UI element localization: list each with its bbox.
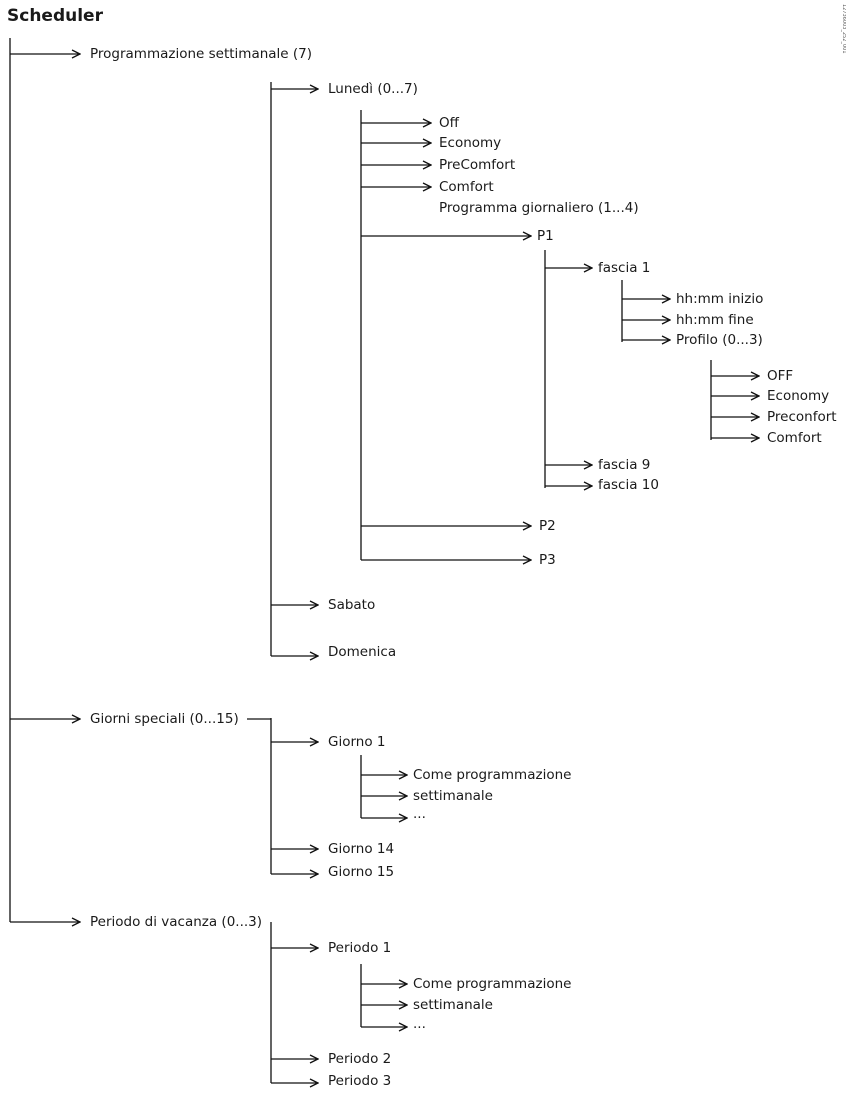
node-period-1: Periodo 1 [328, 940, 392, 956]
figure-code: 12736003_252_001 [841, 4, 846, 54]
node-same-as-weekly-2-cont: settimanale [413, 997, 493, 1013]
node-profile-preconfort: Preconfort [767, 409, 837, 425]
node-comfort: Comfort [439, 179, 494, 195]
node-profile-economy: Economy [767, 388, 830, 404]
node-day-14: Giorno 14 [328, 841, 395, 857]
node-economy: Economy [439, 135, 502, 151]
node-band-1: fascia 1 [598, 260, 651, 276]
diagram-title: Scheduler [7, 6, 103, 26]
node-period-2: Periodo 2 [328, 1051, 392, 1067]
node-profile: Profilo (0...3) [676, 332, 763, 348]
node-start-time: hh:mm inizio [676, 291, 764, 307]
node-p1: P1 [537, 228, 554, 244]
node-band-10: fascia 10 [598, 477, 659, 493]
node-holiday-period: Periodo di vacanza (0...3) [90, 914, 263, 930]
node-ellipsis-2: ... [413, 1016, 426, 1032]
node-precomfort: PreComfort [439, 157, 516, 173]
node-off: Off [439, 115, 459, 131]
node-profile-off: OFF [767, 368, 794, 384]
node-p2: P2 [539, 518, 556, 534]
node-monday: Lunedì (0...7) [328, 81, 418, 97]
node-end-time: hh:mm fine [676, 312, 754, 328]
node-same-as-weekly-1: Come programmazione [413, 767, 572, 783]
node-same-as-weekly-1-cont: settimanale [413, 788, 493, 804]
node-day-1: Giorno 1 [328, 734, 386, 750]
node-special-days: Giorni speciali (0...15) [90, 711, 239, 727]
node-daily-program: Programma giornaliero (1...4) [439, 200, 639, 216]
node-ellipsis-1: ... [413, 806, 426, 822]
node-weekly-programming: Programmazione settimanale (7) [90, 46, 313, 62]
node-saturday: Sabato [328, 597, 376, 613]
node-period-3: Periodo 3 [328, 1073, 392, 1089]
node-p3: P3 [539, 552, 556, 568]
node-profile-comfort: Comfort [767, 430, 822, 446]
node-band-9: fascia 9 [598, 457, 651, 473]
node-sunday: Domenica [328, 644, 397, 660]
node-same-as-weekly-2: Come programmazione [413, 976, 572, 992]
node-day-15: Giorno 15 [328, 864, 395, 880]
